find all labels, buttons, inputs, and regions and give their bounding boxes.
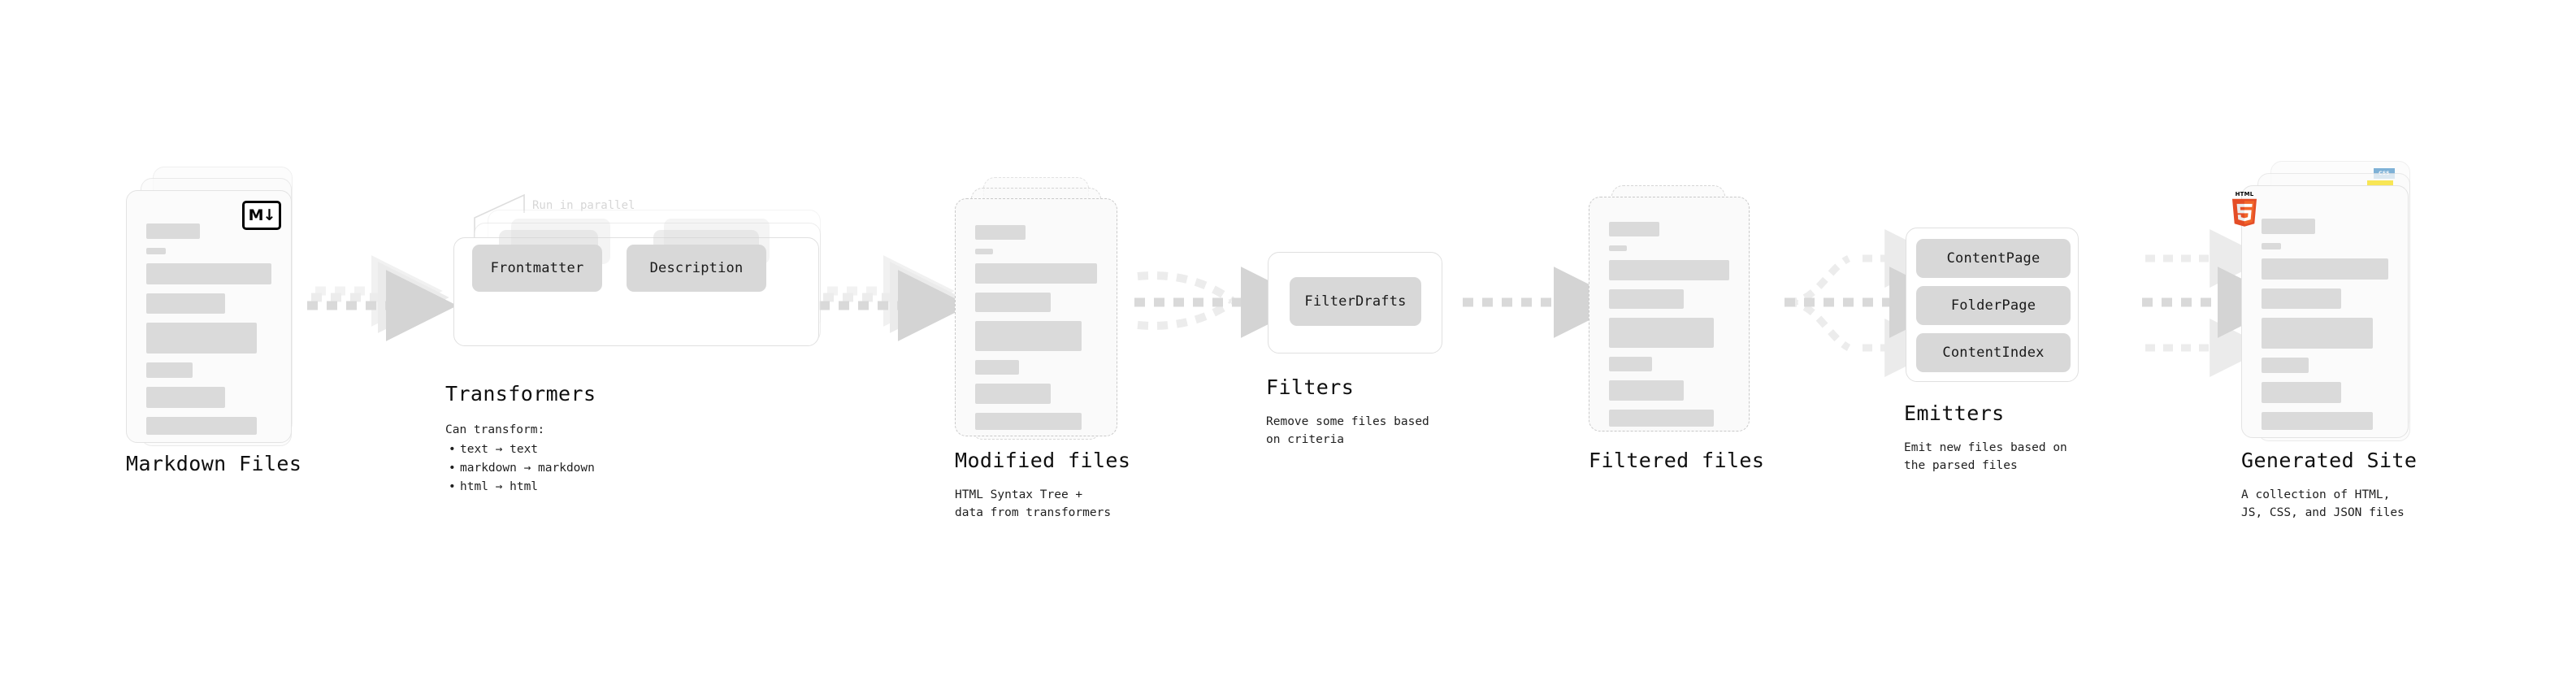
line-bar — [1609, 245, 1627, 251]
generated-site-stack: CSS HTML — [2231, 161, 2452, 445]
bullet-label: html → html — [460, 479, 539, 493]
transformers-subtitle: Can transform: — [445, 423, 545, 436]
modified-files-subtitle: HTML Syntax Tree + data from transformer… — [955, 488, 1112, 520]
line-bar — [1609, 380, 1684, 401]
chip-filterdrafts[interactable]: FilterDrafts — [1290, 277, 1421, 326]
bullet-label: markdown → markdown — [460, 461, 595, 475]
line-bar — [975, 321, 1082, 351]
line-bar — [975, 225, 1026, 240]
emitters-panel[interactable]: ContentPage FolderPage ContentIndex — [1906, 228, 2079, 382]
line-bar — [975, 384, 1051, 404]
transformers-bullets: • text → text • markdown → markdown • html … — [449, 440, 595, 497]
emitters-subtitle: Emit new files based on the parsed files — [1904, 441, 2067, 473]
chip-folderpage[interactable]: FolderPage — [1916, 286, 2071, 325]
modified-files-title: Modified files — [955, 449, 1131, 472]
line-bar — [2262, 382, 2342, 403]
filters-title: Filters — [1266, 375, 1355, 399]
modified-card-front[interactable] — [955, 198, 1117, 436]
chip-contentpage[interactable]: ContentPage — [1916, 239, 2071, 278]
line-bar — [1609, 260, 1729, 280]
line-bar — [975, 360, 1019, 375]
markdown-card-lines — [146, 223, 271, 444]
line-bar — [2262, 219, 2315, 234]
run-in-parallel-label: Run in parallel — [532, 199, 635, 212]
filtered-files-title: Filtered files — [1589, 449, 1765, 472]
html5-wordmark: HTML — [2235, 191, 2254, 197]
emitters-title: Emitters — [1904, 401, 2005, 425]
line-bar — [1609, 222, 1659, 236]
modified-card-lines — [975, 225, 1097, 439]
bullet-row: • markdown → markdown — [449, 459, 595, 478]
line-bar — [1609, 357, 1653, 371]
filtered-files-stack — [1589, 185, 1776, 445]
bullet-row: • text → text — [449, 440, 595, 459]
line-bar — [146, 362, 193, 378]
line-bar — [146, 263, 271, 284]
transformers-panel-front[interactable]: Frontmatter Description — [453, 219, 819, 346]
line-bar — [146, 323, 257, 354]
line-bar — [2262, 258, 2388, 280]
markdown-badge-icon: M↓ — [242, 201, 281, 230]
modified-files-stack — [955, 177, 1142, 445]
connector-emitters-to-site — [2142, 229, 2289, 377]
line-bar — [146, 223, 200, 239]
bullet-dot: • — [449, 461, 456, 475]
bullet-dot: • — [449, 479, 456, 493]
bullet-row: • html → html — [449, 478, 595, 497]
bullet-dot: • — [449, 443, 456, 456]
generated-card-lines — [2262, 219, 2388, 439]
filtered-card-front[interactable] — [1589, 197, 1750, 432]
connector-filtered-to-emitters — [1785, 229, 1961, 377]
line-bar — [2262, 358, 2309, 373]
line-bar — [975, 263, 1097, 284]
line-bar — [146, 293, 226, 314]
markdown-files-stack: M↓ — [126, 167, 329, 446]
line-bar — [2262, 243, 2281, 249]
line-bar — [2262, 412, 2374, 430]
chip-contentindex[interactable]: ContentIndex — [1916, 333, 2071, 372]
line-bar — [1609, 318, 1714, 348]
filters-panel[interactable]: FilterDrafts — [1268, 252, 1442, 354]
line-bar — [1609, 289, 1684, 309]
chip-frontmatter[interactable]: Frontmatter — [472, 245, 602, 292]
html5-shield-shape — [2231, 198, 2257, 227]
chip-description[interactable]: Description — [627, 245, 766, 292]
line-bar — [146, 387, 226, 408]
line-bar — [975, 413, 1082, 430]
html5-badge-icon: HTML — [2231, 191, 2258, 232]
transformers-title: Transformers — [445, 382, 596, 406]
markdown-card-front[interactable]: M↓ — [126, 190, 292, 443]
line-bar — [975, 249, 993, 254]
line-bar — [1609, 410, 1714, 427]
markdown-files-title: Markdown Files — [126, 452, 302, 475]
filters-subtitle: Remove some files based on criteria — [1266, 415, 1429, 447]
line-bar — [975, 293, 1051, 312]
line-bar — [2262, 288, 2342, 309]
filtered-card-lines — [1609, 222, 1729, 436]
line-bar — [2262, 318, 2374, 349]
generated-site-subtitle: A collection of HTML, JS, CSS, and JSON … — [2241, 488, 2405, 520]
generated-card-front[interactable]: HTML — [2231, 185, 2409, 439]
line-bar — [146, 417, 257, 435]
generated-site-title: Generated Site — [2241, 449, 2418, 472]
transformers-group: Frontmatter Description — [447, 210, 837, 372]
bullet-label: text → text — [460, 443, 539, 456]
line-bar — [146, 248, 166, 254]
connector-modified-to-filters — [1134, 267, 1312, 338]
